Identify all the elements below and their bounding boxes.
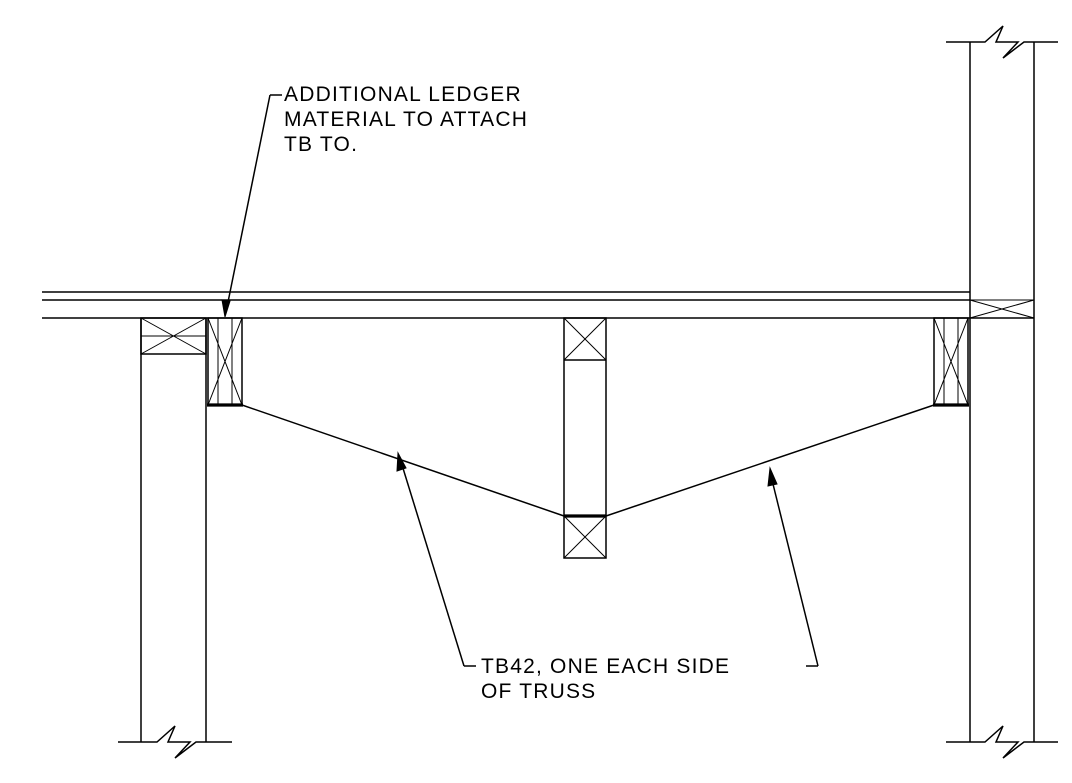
tb42-note-line-1: TB42, ONE EACH SIDE bbox=[481, 655, 731, 678]
tb42-leader-left bbox=[396, 451, 476, 667]
tb42-leader-right bbox=[767, 466, 819, 667]
tb42-straps bbox=[241, 404, 935, 517]
left-wall bbox=[140, 317, 207, 742]
ledger-note-line-2: MATERIAL TO ATTACH bbox=[284, 108, 529, 131]
ledger-note-line-3: TB TO. bbox=[284, 133, 359, 156]
right-bottom-break-line bbox=[946, 725, 1058, 759]
center-truss bbox=[563, 317, 607, 559]
right-wall bbox=[969, 42, 1035, 742]
tb42-note: TB42, ONE EACH SIDE OF TRUSS bbox=[481, 654, 730, 704]
right-top-break-line bbox=[946, 25, 1058, 59]
left-break-line bbox=[118, 725, 232, 759]
ledger-note-line-1: ADDITIONAL LEDGER bbox=[284, 83, 522, 106]
tb42-note-line-2: OF TRUSS bbox=[481, 680, 597, 703]
ledger-leader bbox=[221, 94, 282, 318]
ledger-note: ADDITIONAL LEDGER MATERIAL TO ATTACH TB … bbox=[284, 82, 528, 157]
left-ledger-block bbox=[207, 317, 243, 407]
floor-deck bbox=[42, 291, 1034, 319]
right-ledger-block bbox=[933, 317, 969, 407]
